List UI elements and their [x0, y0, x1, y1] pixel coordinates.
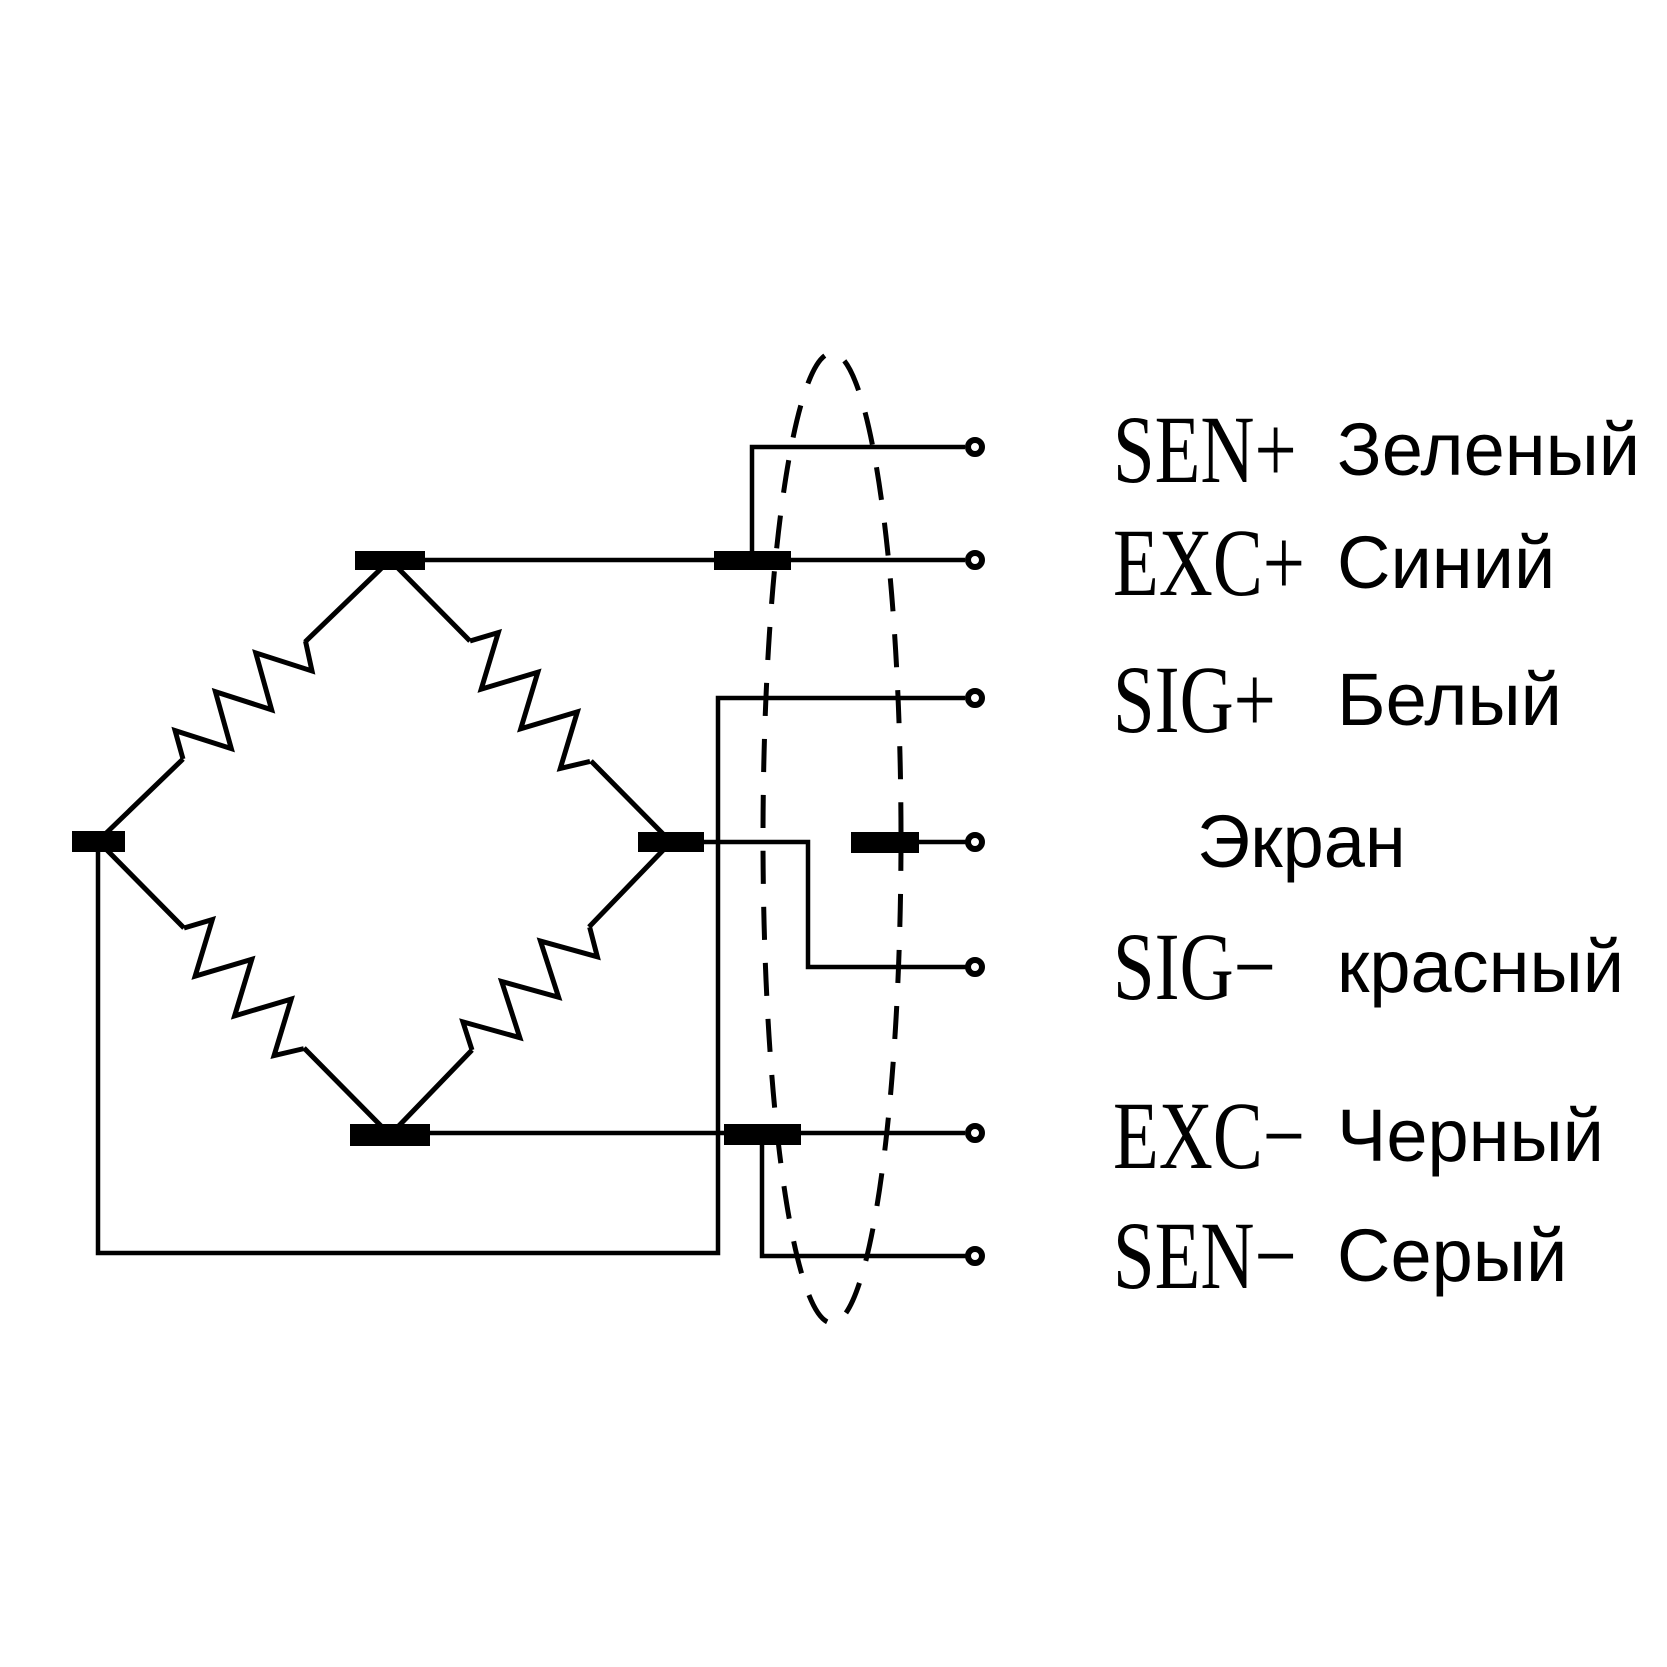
bridge-edge: [96, 839, 186, 930]
terminal-shield: [965, 832, 985, 852]
bridge-edge: [587, 840, 673, 929]
wires: [95, 444, 966, 1259]
bridge-edge: [388, 1048, 474, 1137]
node-top: [355, 551, 425, 570]
bridge-edge: [388, 558, 472, 643]
junction-exc-minus: [724, 1124, 801, 1145]
wire-sen-minus: [759, 1136, 966, 1259]
terminal-sig-plus: [965, 688, 985, 708]
terminal-exc-plus: [965, 550, 985, 570]
wire-sig-minus: [671, 839, 966, 970]
node-left: [72, 831, 125, 852]
terminal-sig-minus: [965, 957, 985, 977]
terminal-exc-minus: [965, 1123, 985, 1143]
bridge-nodes: [72, 551, 919, 1146]
resistor-top-right: [469, 628, 591, 772]
terminals: [965, 437, 985, 1266]
terminal-sen-plus: [965, 437, 985, 457]
bridge-edge: [589, 759, 673, 844]
wire-sig-plus: [95, 695, 965, 1256]
bridge-edge: [96, 757, 185, 843]
wire-sen-plus: [749, 444, 965, 559]
junction-exc-plus: [714, 551, 791, 570]
resistor-top-left: [171, 640, 316, 760]
wheatstone-bridge: [96, 558, 673, 1137]
bridge-edge: [302, 1046, 392, 1137]
node-bottom: [350, 1124, 430, 1146]
terminal-sen-minus: [965, 1246, 985, 1266]
node-right: [638, 832, 704, 852]
shield-block: [851, 832, 919, 853]
resistor-bottom-left: [183, 915, 305, 1060]
bridge-edge: [303, 558, 392, 644]
resistor-bottom-right: [459, 926, 601, 1051]
